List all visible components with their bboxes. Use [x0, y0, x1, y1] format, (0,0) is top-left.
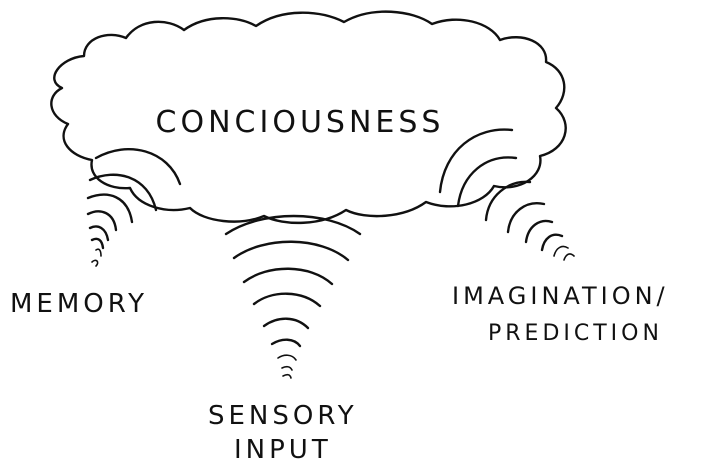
sensory-label-line1: SENSORY [208, 401, 358, 431]
cloud-label: CONCIOUSNESS [156, 105, 445, 140]
memory-waves [88, 149, 180, 266]
memory-label: MEMORY [10, 289, 148, 319]
sensory-label-line2: INPUT [234, 435, 332, 465]
imagination-label-line2: PREDICTION [488, 321, 663, 346]
sensory-input-waves [226, 216, 360, 378]
imagination-label-line1: IMAGINATION/ [452, 282, 669, 310]
